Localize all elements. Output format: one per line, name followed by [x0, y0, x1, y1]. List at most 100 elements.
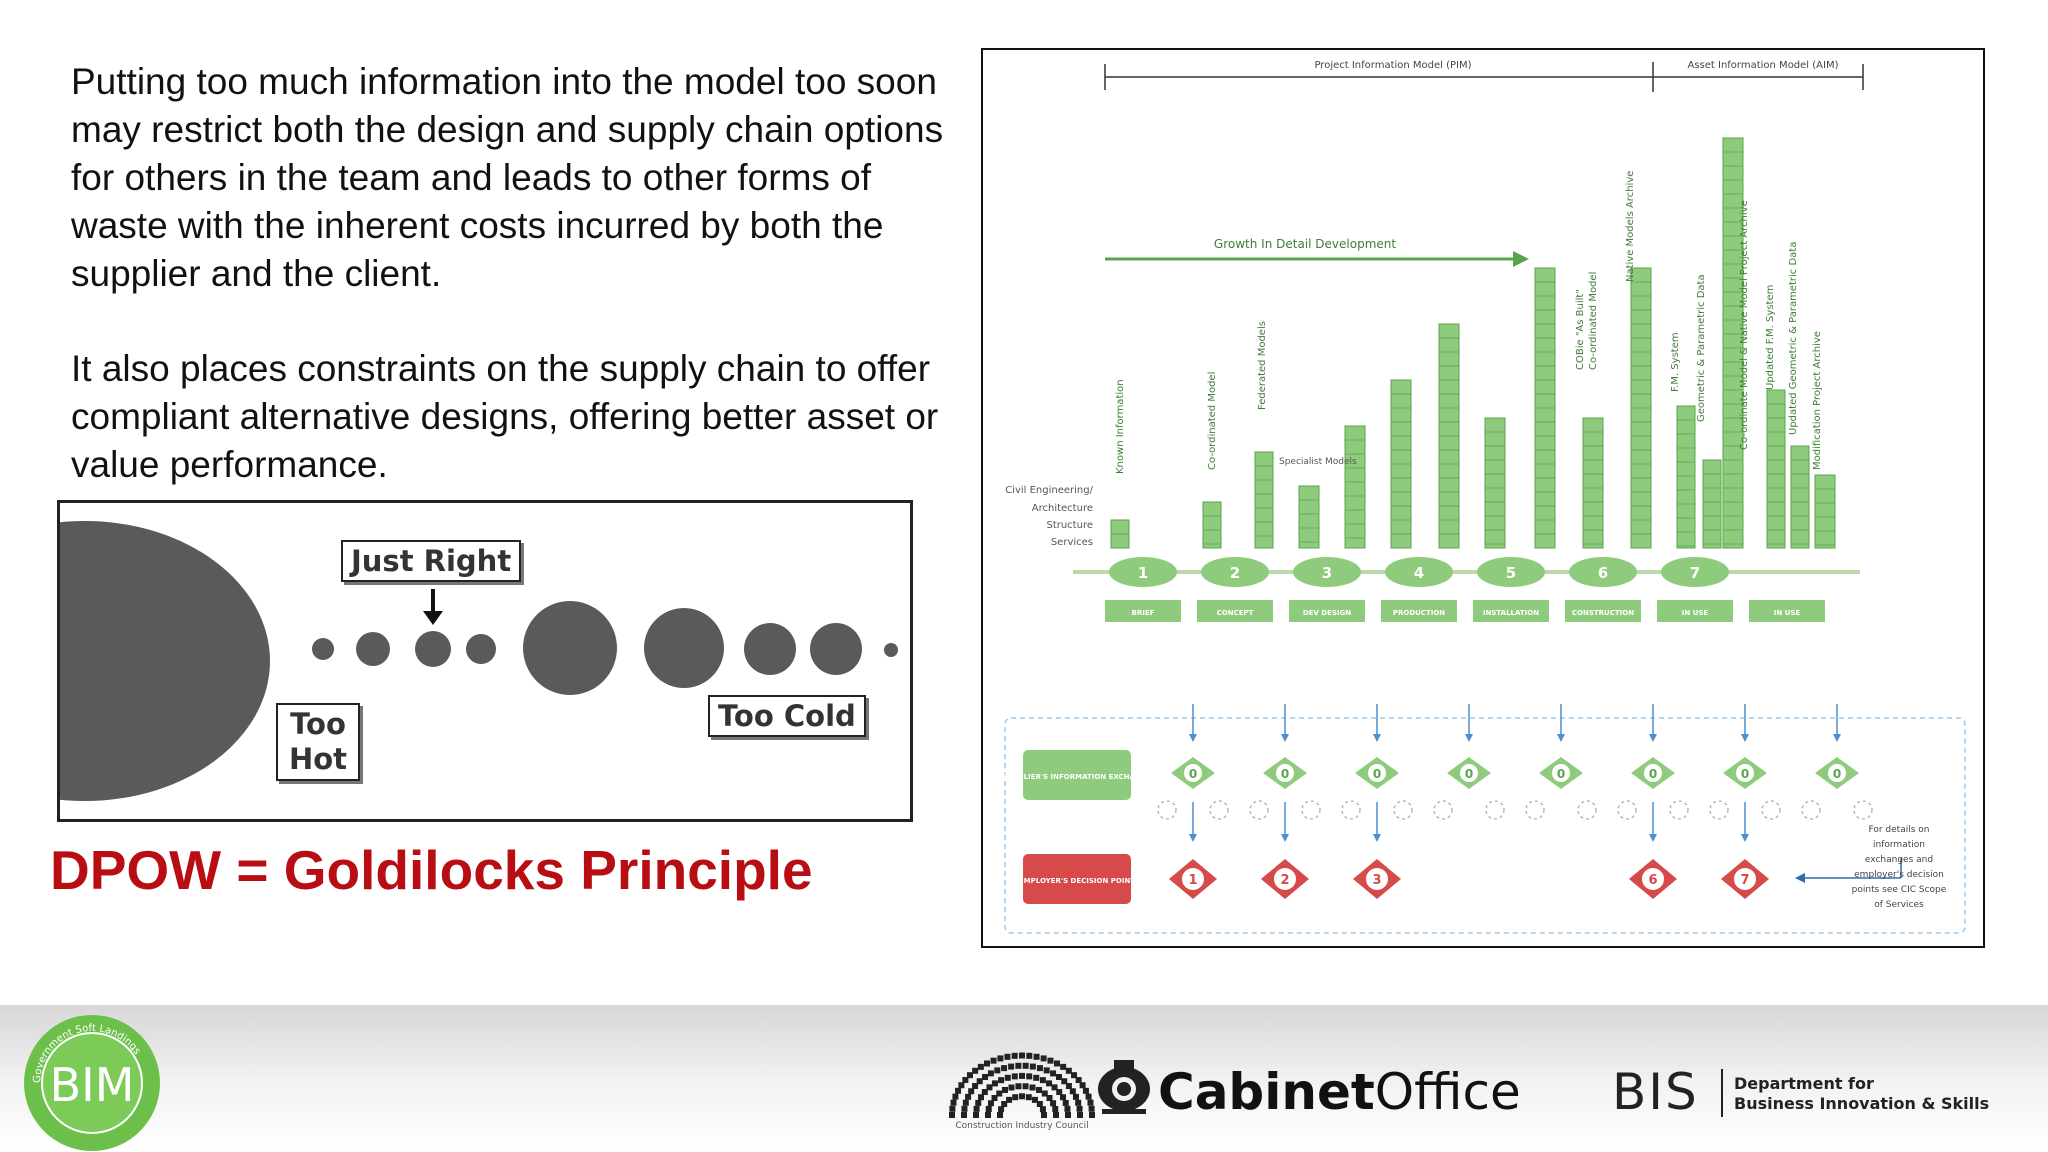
- stage-ellipse: [1201, 557, 1269, 587]
- stage-number: 2: [1230, 564, 1240, 582]
- dot: [644, 608, 724, 688]
- coord-model-label: Co-ordinated Model: [1207, 372, 1218, 470]
- coord-native-label: Co-ordinate Model & Native Model Project…: [1739, 200, 1750, 450]
- cycle-icon: [1617, 800, 1637, 820]
- stage-label: DEV DESIGN: [1303, 609, 1351, 617]
- employer-box-label: EMPLOYER'S DECISION POINT: [1019, 877, 1135, 885]
- cabinet-light: Office: [1375, 1063, 1521, 1121]
- bim-logo: Government Soft Landings BIM: [24, 1015, 160, 1151]
- supplier-box: [1023, 750, 1131, 800]
- dot: [312, 638, 334, 660]
- stage-label: CONCEPT: [1217, 609, 1254, 617]
- stage-label: PRODUCTION: [1393, 609, 1445, 617]
- cycle-icon: [1393, 800, 1413, 820]
- stage-label: IN USE: [1774, 609, 1801, 617]
- supplier-box-label: SUPPLIER'S INFORMATION EXCHANGE: [1003, 773, 1152, 781]
- svg-text:CabinetOffice: CabinetOffice: [1158, 1063, 1521, 1121]
- cabinet-bold: Cabinet: [1158, 1063, 1375, 1121]
- exchange-number: 0: [1833, 767, 1841, 781]
- stage-number: 5: [1506, 564, 1516, 582]
- bis-dept-line2: Business Innovation & Skills: [1734, 1094, 1989, 1113]
- footer-logos: Government Soft Landings BIM Constructio…: [24, 1015, 1989, 1151]
- stage-number: 6: [1598, 564, 1608, 582]
- cycle-icon: [1761, 800, 1781, 820]
- cycle-icon: [1853, 800, 1873, 820]
- stage-number: 4: [1414, 564, 1424, 582]
- model-columns: [1110, 137, 1836, 549]
- dot: [744, 623, 796, 675]
- model-column: [1254, 451, 1274, 549]
- discipline-label: Services: [1051, 537, 1093, 548]
- stage-label-box: [1105, 600, 1181, 622]
- too-hot-label: Too Hot: [276, 703, 360, 781]
- growth-arrowhead-icon: [1513, 251, 1529, 267]
- decision-number: 2: [1280, 873, 1289, 888]
- model-column: [1790, 445, 1810, 549]
- stage-number: 3: [1322, 564, 1332, 582]
- stage-ellipse: [1661, 557, 1729, 587]
- stage-label: IN USE: [1682, 609, 1709, 617]
- stage-label-box: [1197, 600, 1273, 622]
- model-column: [1814, 474, 1836, 549]
- cycle-icon: [1249, 800, 1269, 820]
- stage-label: CONSTRUCTION: [1572, 609, 1634, 617]
- just-right-label: Just Right: [341, 540, 522, 582]
- exchange-number: 0: [1465, 767, 1473, 781]
- exchange-number: 0: [1741, 767, 1749, 781]
- stage-label-box: [1749, 600, 1825, 622]
- bis-dept-line1: Department for: [1734, 1074, 1874, 1093]
- dot: [810, 623, 862, 675]
- stage-label-box: [1565, 600, 1641, 622]
- note-arrowhead-icon: [1795, 873, 1805, 883]
- intro-paragraph: Putting too much information into the mo…: [71, 61, 944, 294]
- bim-text: BIM: [50, 1058, 135, 1112]
- cycle-icon: [1709, 800, 1729, 820]
- fm-label: F.M. System: [1670, 332, 1681, 392]
- cycle-icon: [1209, 800, 1229, 820]
- stage-label-box: [1381, 600, 1457, 622]
- cycle-icon: [1433, 800, 1453, 820]
- growth-label: Growth In Detail Development: [1214, 237, 1396, 251]
- dot: [884, 643, 898, 657]
- dot: [523, 601, 617, 695]
- headline: DPOW = Goldilocks Principle: [50, 839, 813, 901]
- pointer-arrow-icon: [423, 611, 443, 625]
- dot: [466, 634, 496, 664]
- dpow-diagram: Project Information Model (PIM) Asset In…: [981, 48, 1985, 948]
- stage-label: INSTALLATION: [1483, 609, 1539, 617]
- bis-logo-text: BIS: [1612, 1063, 1699, 1121]
- exchange-number: 0: [1281, 767, 1289, 781]
- stage-label-box: [1657, 600, 1733, 622]
- stage-number: 7: [1690, 564, 1700, 582]
- decision-number: 7: [1740, 873, 1749, 888]
- employer-box: [1023, 854, 1131, 904]
- dot: [415, 631, 451, 667]
- stage-ellipse: [1477, 557, 1545, 587]
- cycle-icon: [1485, 800, 1505, 820]
- royal-crest-icon: [1098, 1060, 1150, 1114]
- specialist-label: Specialist Models: [1279, 457, 1357, 467]
- exchange-number: 0: [1557, 767, 1565, 781]
- cycle-icon: [1669, 800, 1689, 820]
- constraints-paragraph: It also places constraints on the supply…: [71, 348, 939, 485]
- diagram-svg: Project Information Model (PIM) Asset In…: [1003, 60, 1966, 934]
- goldilocks-circles: [60, 521, 898, 801]
- exchange-number: 0: [1189, 767, 1197, 781]
- stage-label-box: [1289, 600, 1365, 622]
- stage-label: BRIEF: [1132, 609, 1155, 617]
- model-column: [1722, 137, 1744, 549]
- stage-label-box: [1473, 600, 1549, 622]
- model-column: [1202, 501, 1222, 549]
- exchange-frame: [1004, 717, 1966, 934]
- discipline-label: Structure: [1046, 520, 1093, 531]
- cycle-icon: [1341, 800, 1361, 820]
- stage-ellipse: [1109, 557, 1177, 587]
- decision-number: 1: [1188, 873, 1197, 888]
- discipline-label: Civil Engineering/: [1005, 485, 1093, 496]
- known-info-label: Known Information: [1115, 379, 1126, 474]
- goldilocks-figure: Just Right Too Hot Too Cold: [57, 500, 913, 822]
